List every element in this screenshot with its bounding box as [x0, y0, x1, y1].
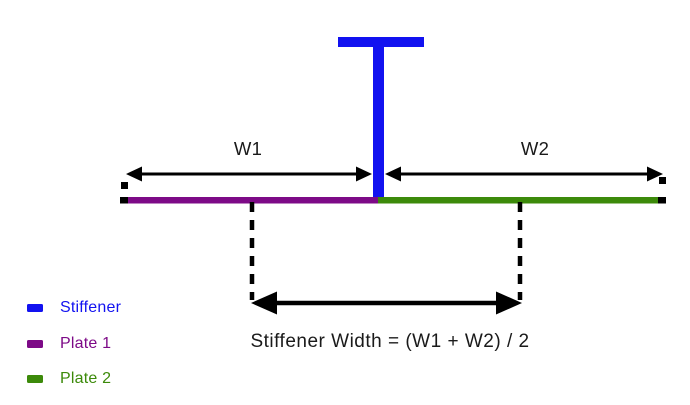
legend-label-stiffener: Stiffener [60, 299, 122, 316]
stiffener-width-arrowhead-left [251, 291, 277, 315]
plate2-bar [378, 197, 658, 204]
legend-label-plate1: Plate 1 [60, 334, 112, 352]
w1-dimension-arrow [126, 166, 372, 182]
legend-swatch-plate2 [27, 375, 43, 383]
stiffener-shape [338, 37, 424, 198]
plate2-end-tick [658, 197, 666, 204]
legend-item-plate2: Plate 2 [27, 370, 121, 388]
stiffener-web [373, 45, 384, 198]
stiffener-width-arrow [251, 291, 522, 315]
legend-item-stiffener: Stiffener [27, 299, 121, 317]
dimension-end-tick-right [659, 177, 666, 184]
w1-arrowhead-right [356, 166, 372, 182]
plate1-bar [128, 197, 378, 204]
legend-item-plate1: Plate 1 [27, 335, 121, 353]
w2-label: W2 [521, 138, 549, 159]
dimension-end-tick-left [121, 182, 128, 189]
legend: Stiffener Plate 1 Plate 2 [27, 299, 121, 388]
legend-swatch-stiffener [27, 304, 43, 312]
w2-arrowhead-right [647, 166, 663, 182]
stiffener-width-arrowhead-right [496, 291, 522, 315]
plate1-end-tick [120, 197, 128, 204]
w1-arrowhead-left [126, 166, 142, 182]
legend-label-plate2: Plate 2 [60, 370, 112, 387]
w1-label: W1 [234, 138, 262, 159]
formula-label: Stiffener Width = (W1 + W2) / 2 [250, 331, 529, 352]
legend-swatch-plate1 [27, 339, 43, 348]
w2-dimension-arrow [385, 166, 663, 182]
stiffener-flange [338, 37, 424, 47]
w2-arrowhead-left [385, 166, 401, 182]
